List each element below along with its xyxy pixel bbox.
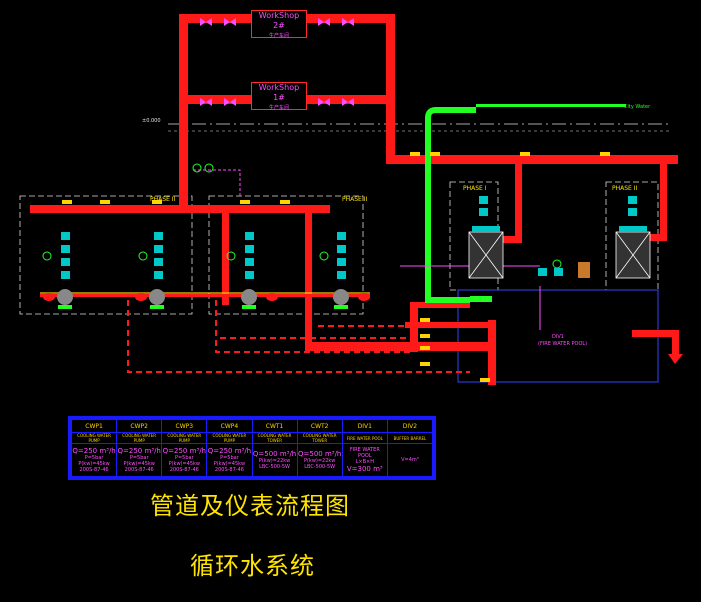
eq-header: CWP1 bbox=[70, 419, 118, 433]
eq-type: COOLING WATER PUMP bbox=[116, 432, 163, 444]
eq-type: COOLING WATER PUMP bbox=[206, 432, 253, 444]
workshop-2-sub: 生产车间 bbox=[268, 33, 289, 39]
eq-spec-line: 200S-87-46 bbox=[214, 467, 244, 473]
workshop-1-name: WorkShop 1# bbox=[258, 83, 300, 102]
eq-spec-line: L×B×H bbox=[355, 459, 374, 465]
workshop-2-name: WorkShop 2# bbox=[258, 11, 300, 30]
eq-header: CWP2 bbox=[116, 419, 163, 433]
phase-label-tower1: PHASE I bbox=[463, 185, 487, 192]
phase-label-left: PHASE II bbox=[150, 196, 176, 203]
phase-label-right: PHASE II bbox=[342, 196, 368, 203]
eq-spec-line: V=300 m³ bbox=[346, 465, 383, 473]
workshop-1-box: WorkShop 1# 生产车间 bbox=[251, 82, 307, 111]
eq-header: CWP3 bbox=[161, 419, 208, 433]
eq-type: COOLING WATER PUMP bbox=[161, 432, 208, 444]
ground-level-label: ±0.000 bbox=[142, 118, 161, 124]
eq-spec-line: P=5bar bbox=[220, 455, 239, 461]
eq-header: DIV2 bbox=[386, 419, 434, 433]
eq-spec-line: 200S-87-46 bbox=[124, 467, 154, 473]
workshop-2-box: WorkShop 2# 生产车间 bbox=[251, 10, 307, 39]
eq-spec-main: Q=500 m³/h bbox=[252, 450, 297, 458]
phase-label-tower2: PHASE II bbox=[612, 185, 638, 192]
drawing-subtitle: 循环水系统 bbox=[190, 552, 315, 580]
eq-spec-line: P(kw)=22kw bbox=[303, 458, 336, 464]
eq-header: DIV1 bbox=[341, 419, 388, 433]
fire-pool-sub-label: (FIRE WATER POOL) bbox=[538, 341, 588, 347]
eq-type: COOLING WATER PUMP bbox=[70, 432, 118, 444]
eq-type: FIRE WATER POOL bbox=[341, 432, 388, 444]
eq-spec-main: Q=250 m³/h bbox=[72, 447, 116, 455]
eq-spec-main: Q=250 m³/h bbox=[162, 447, 206, 455]
eq-spec-line: LBC-500-5W bbox=[304, 464, 336, 470]
eq-spec-line: 200S-87-46 bbox=[79, 467, 109, 473]
workshop-1-sub: 生产车间 bbox=[268, 105, 289, 111]
city-water-label: City Water bbox=[624, 104, 651, 110]
eq-spec-main: Q=250 m³/h bbox=[117, 447, 161, 455]
eq-spec-line: P=5bar bbox=[84, 455, 104, 461]
eq-spec-line: P(kw)=45kw bbox=[123, 461, 155, 467]
eq-spec-main: V=4m³ bbox=[401, 457, 419, 463]
eq-type: COOLING WATER TOWER bbox=[251, 432, 298, 444]
eq-spec-line: LBC-500-5W bbox=[259, 464, 291, 470]
eq-type: BUFFER BARREL bbox=[386, 432, 434, 444]
eq-spec-line: 200S-87-46 bbox=[169, 467, 199, 473]
eq-spec-line: P(kw)=45kw bbox=[168, 461, 201, 467]
eq-spec: V=4m³ bbox=[386, 443, 434, 477]
eq-spec-line: P(kw)=45kw bbox=[213, 461, 246, 467]
eq-spec-main: Q=500 m³/h bbox=[297, 450, 342, 458]
fire-pool-label: DIV1 bbox=[552, 334, 564, 340]
eq-spec-line: P=5bar bbox=[129, 455, 149, 461]
drawing-title: 管道及仪表流程图 bbox=[150, 492, 350, 520]
eq-header: CWP4 bbox=[206, 419, 253, 433]
eq-header: CWT2 bbox=[296, 419, 343, 433]
eq-spec-line: P=5bar bbox=[174, 455, 194, 461]
eq-type: COOLING WATER TOWER bbox=[296, 432, 343, 444]
eq-spec-line: P(kw)=22kw bbox=[258, 458, 291, 464]
eq-spec-main: FIRE WATER POOL bbox=[349, 447, 380, 459]
eq-header: CWT1 bbox=[251, 419, 298, 433]
equipment-table: CWP1 CWP2 CWP3 CWP4 CWT1 CWT2 DIV1 DIV2 … bbox=[68, 416, 436, 480]
eq-spec-main: Q=250 m³/h bbox=[207, 447, 252, 455]
eq-spec-line: P(kw)=45kw bbox=[78, 461, 110, 467]
